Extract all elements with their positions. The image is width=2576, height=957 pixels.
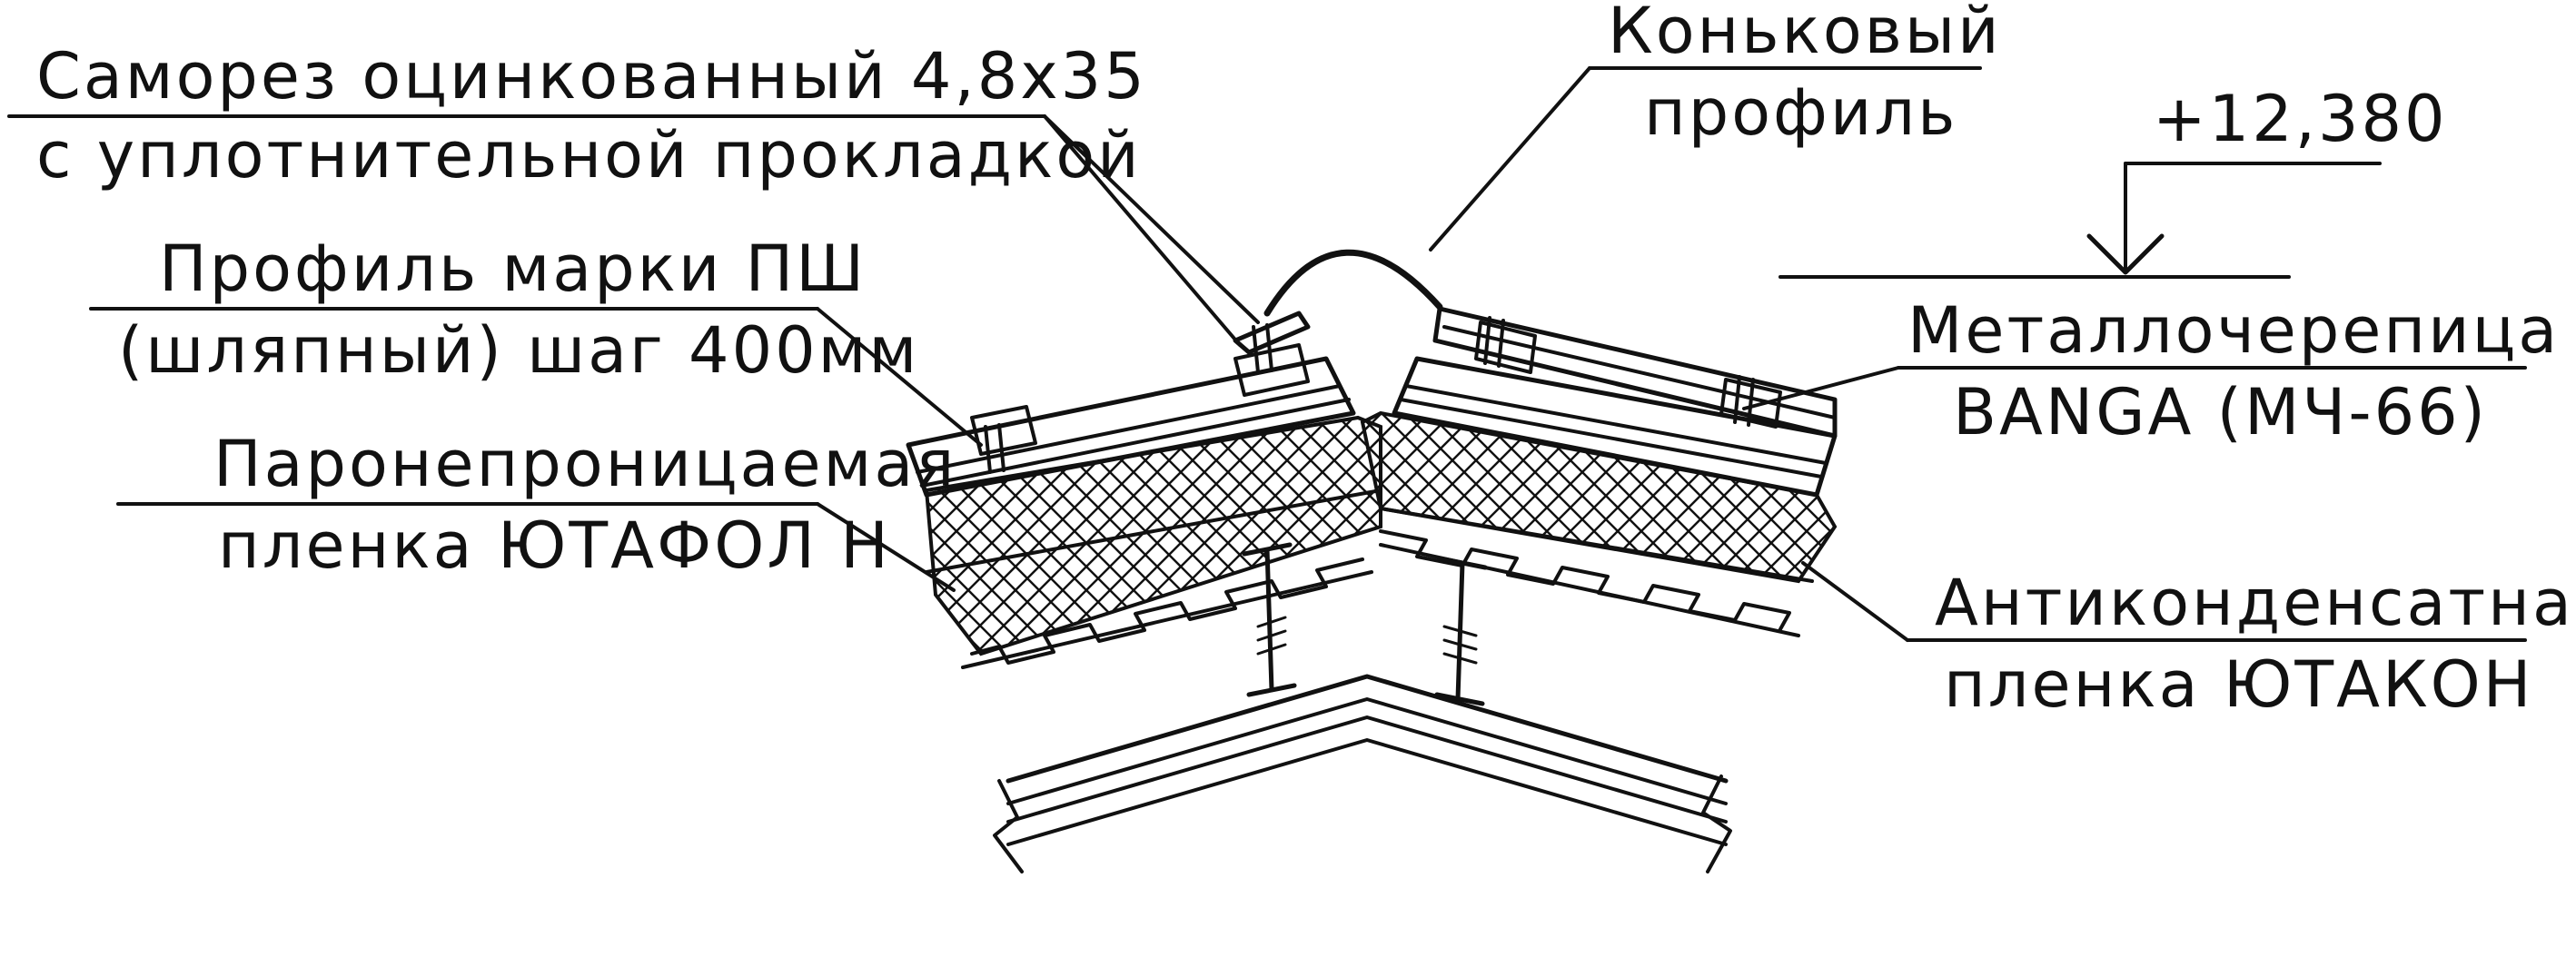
hat-profile-label-line1: Профиль марки ПШ xyxy=(159,232,867,306)
right-screw xyxy=(1483,316,1505,368)
left-membrane-line xyxy=(925,488,1382,574)
right-metal-tile xyxy=(1392,356,1838,498)
right-break-line xyxy=(1701,774,1732,873)
hat-profile-label-line2: (шляпный) шаг 400мм xyxy=(118,313,919,388)
metal-tile-label-line1: Металлочерепица xyxy=(1907,293,2560,368)
labels: Саморез оцинкованный 4,8х35 с уплотнител… xyxy=(36,0,2576,722)
ridge-label-line1: Коньковый xyxy=(1608,0,2002,68)
purlins xyxy=(1242,542,1488,706)
right-membrane-line xyxy=(1379,507,1814,583)
right-hat-profile xyxy=(1474,321,1537,374)
elevation-label: +12,380 xyxy=(2153,82,2448,156)
anticondensate-label-line2: пленка ЮТАКОН xyxy=(1944,647,2533,722)
right-roof-slope xyxy=(1360,306,1838,637)
metal-tile-label-line2: BANGA (МЧ-66) xyxy=(1953,375,2488,449)
leader-lines xyxy=(7,66,2527,642)
ridge-label-line2: профиль xyxy=(1644,75,1957,150)
left-profiled-deck xyxy=(970,557,1364,665)
anticondensate-label-line1: Антиконденсатная xyxy=(1935,566,2576,640)
left-roof-slope xyxy=(906,311,1382,669)
elevation-arrow xyxy=(2086,233,2165,275)
screw-label-line2: с уплотнительной прокладкой xyxy=(36,118,1142,192)
screw-label-line1: Саморез оцинкованный 4,8х35 xyxy=(36,39,1147,113)
roof-truss xyxy=(993,674,1732,873)
left-screw xyxy=(1252,323,1273,374)
left-insulation-layer xyxy=(924,415,1382,656)
left-metal-tile xyxy=(906,356,1356,498)
vapor-membrane-label-line1: Паронепроницаемая xyxy=(213,427,956,501)
left-break-line xyxy=(993,779,1024,873)
vapor-membrane-label-line2: пленка ЮТАФОЛ Н xyxy=(218,508,891,583)
ridge-profile-arc xyxy=(1263,249,1443,317)
left-hat-profile xyxy=(1234,343,1310,397)
